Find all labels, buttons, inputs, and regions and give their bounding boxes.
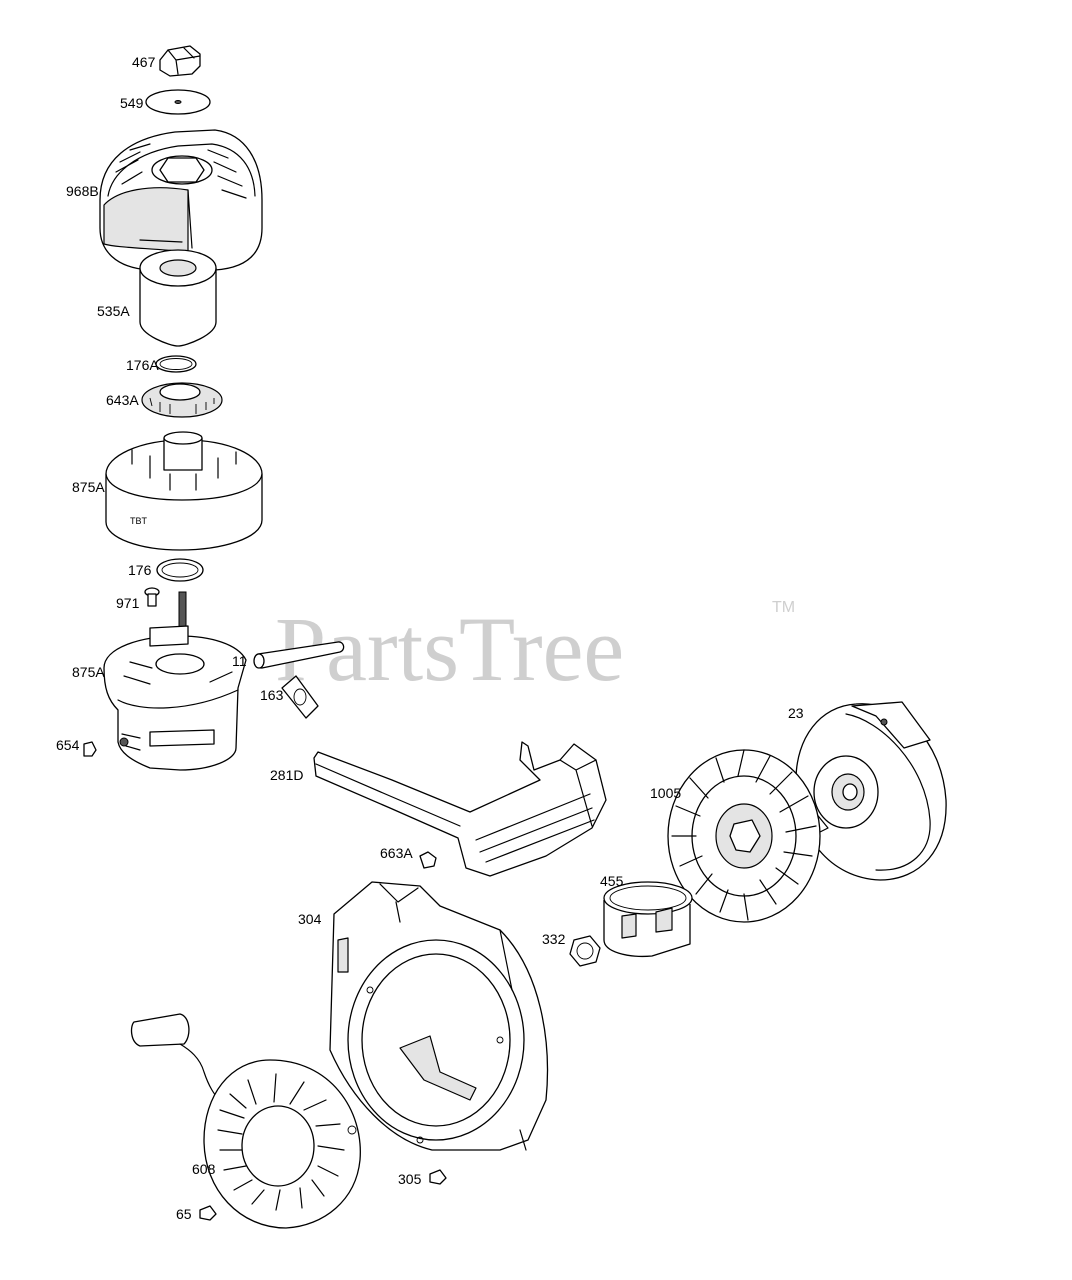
label-332: 332 [542,931,566,947]
part-535A-foam-filter[interactable] [139,249,217,347]
label-176: 176 [128,562,152,578]
label-467: 467 [132,54,156,70]
part-1005-fan[interactable] [667,749,821,923]
part-549-washer[interactable] [145,89,211,115]
part-643A-screen[interactable] [141,382,223,418]
label-875A-base: 875A [72,664,105,680]
part-875A-base[interactable] [103,625,247,771]
part-971-bolt[interactable] [144,587,160,607]
part-654-nut[interactable] [83,741,97,757]
part-305-screw[interactable] [429,1169,447,1185]
label-11: 11 [232,653,247,669]
part-663A-nut[interactable] [419,851,437,869]
label-304: 304 [298,911,322,927]
part-281D-bracket[interactable] [313,741,607,877]
part-968B-filter-cover[interactable] [99,129,263,271]
part-467-knob[interactable] [159,45,201,77]
part-176A-ring[interactable] [155,355,197,373]
label-549: 549 [120,95,144,111]
label-608: 608 [192,1161,216,1177]
part-608-rewind-starter[interactable] [130,1013,361,1229]
part-176-o-ring[interactable] [156,558,204,582]
label-643A: 643A [106,392,139,408]
label-663A: 663A [380,845,413,861]
label-654: 654 [56,737,80,753]
watermark: PartsTree TM [275,598,795,700]
label-163: 163 [260,687,284,703]
label-281D: 281D [270,767,303,783]
label-455: 455 [600,873,624,889]
label-968B: 968B [66,183,99,199]
watermark-trademark: TM [772,599,795,616]
label-65: 65 [176,1206,192,1222]
part-65-screw[interactable] [199,1205,217,1221]
label-875A-top: 875A [72,479,105,495]
label-176A: 176A [126,357,159,373]
label-23: 23 [788,705,804,721]
label-305: 305 [398,1171,422,1187]
part-304-blower-housing[interactable] [329,881,549,1151]
part-332-nut[interactable] [569,935,601,967]
label-535A: 535A [97,303,130,319]
part-11-tube[interactable] [253,641,345,669]
part-23-flywheel-cover[interactable] [795,701,947,881]
label-1005: 1005 [650,785,681,801]
housing-stamp: TBT [130,516,148,526]
part-163-gasket[interactable] [281,675,319,719]
label-971: 971 [116,595,140,611]
part-875A-top-housing[interactable] [105,431,263,551]
part-455-cup[interactable] [603,881,693,958]
